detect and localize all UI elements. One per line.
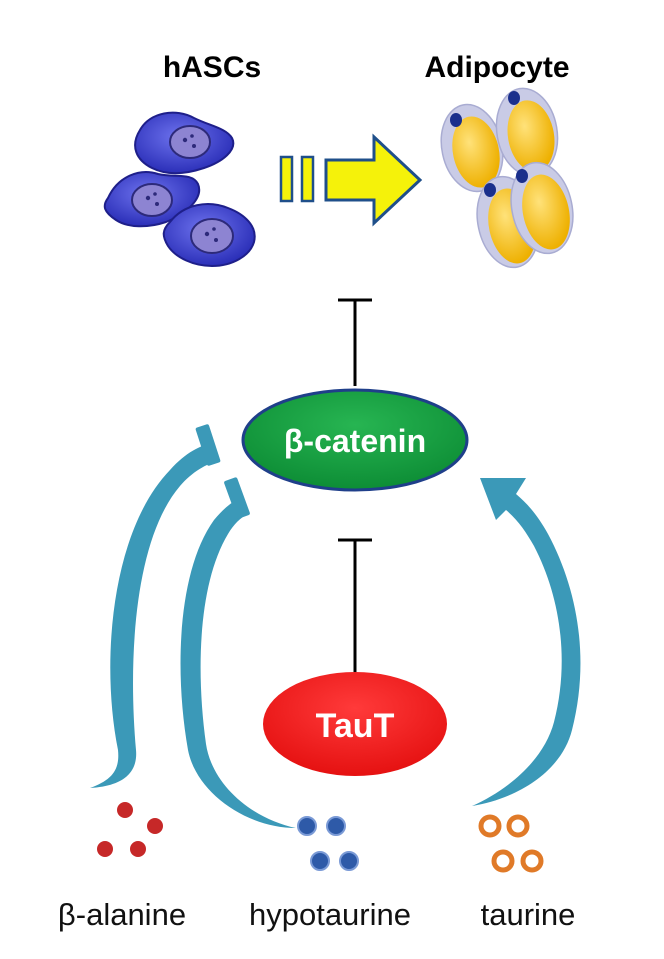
hypotaurine-inhibition-bar <box>224 477 250 519</box>
hypotaurine-molecules-icon <box>297 816 359 871</box>
hypotaurine-label: hypotaurine <box>249 897 411 932</box>
stem-cells-label: hASCs <box>163 51 261 84</box>
adipocyte-icon <box>510 161 574 255</box>
beta-alanine-inhibition-bar <box>195 424 221 466</box>
beta-catenin-label: β-catenin <box>284 423 426 459</box>
beta-alanine-inhibition-arrow <box>90 442 220 788</box>
hypotaurine-inhibition-arrow <box>180 498 296 828</box>
taurine-molecules-icon <box>478 814 544 873</box>
stem-cell-icon <box>103 171 201 228</box>
stem-cell-icon <box>134 111 235 175</box>
taut-node: TauT <box>263 672 447 776</box>
adipocyte-label: Adipocyte <box>424 51 569 84</box>
beta-alanine-molecules-icon <box>97 802 163 857</box>
differentiation-arrow-icon <box>279 133 423 227</box>
curved-arrows <box>90 424 581 828</box>
beta-catenin-node: β-catenin <box>241 388 469 492</box>
stem-cells-icon <box>103 111 256 268</box>
adipocyte-icon <box>495 87 559 177</box>
stem-cell-icon <box>162 203 256 268</box>
taut-inhibition-line <box>338 538 372 672</box>
beta-catenin-inhibition-line <box>338 298 372 386</box>
beta-alanine-label: β-alanine <box>58 897 186 932</box>
taurine-activation-arrow <box>472 478 581 806</box>
adipocyte-cluster-icon <box>440 87 574 269</box>
taut-label: TauT <box>316 707 395 745</box>
adipocyte-icon <box>440 103 504 193</box>
taurine-label: taurine <box>481 897 576 932</box>
